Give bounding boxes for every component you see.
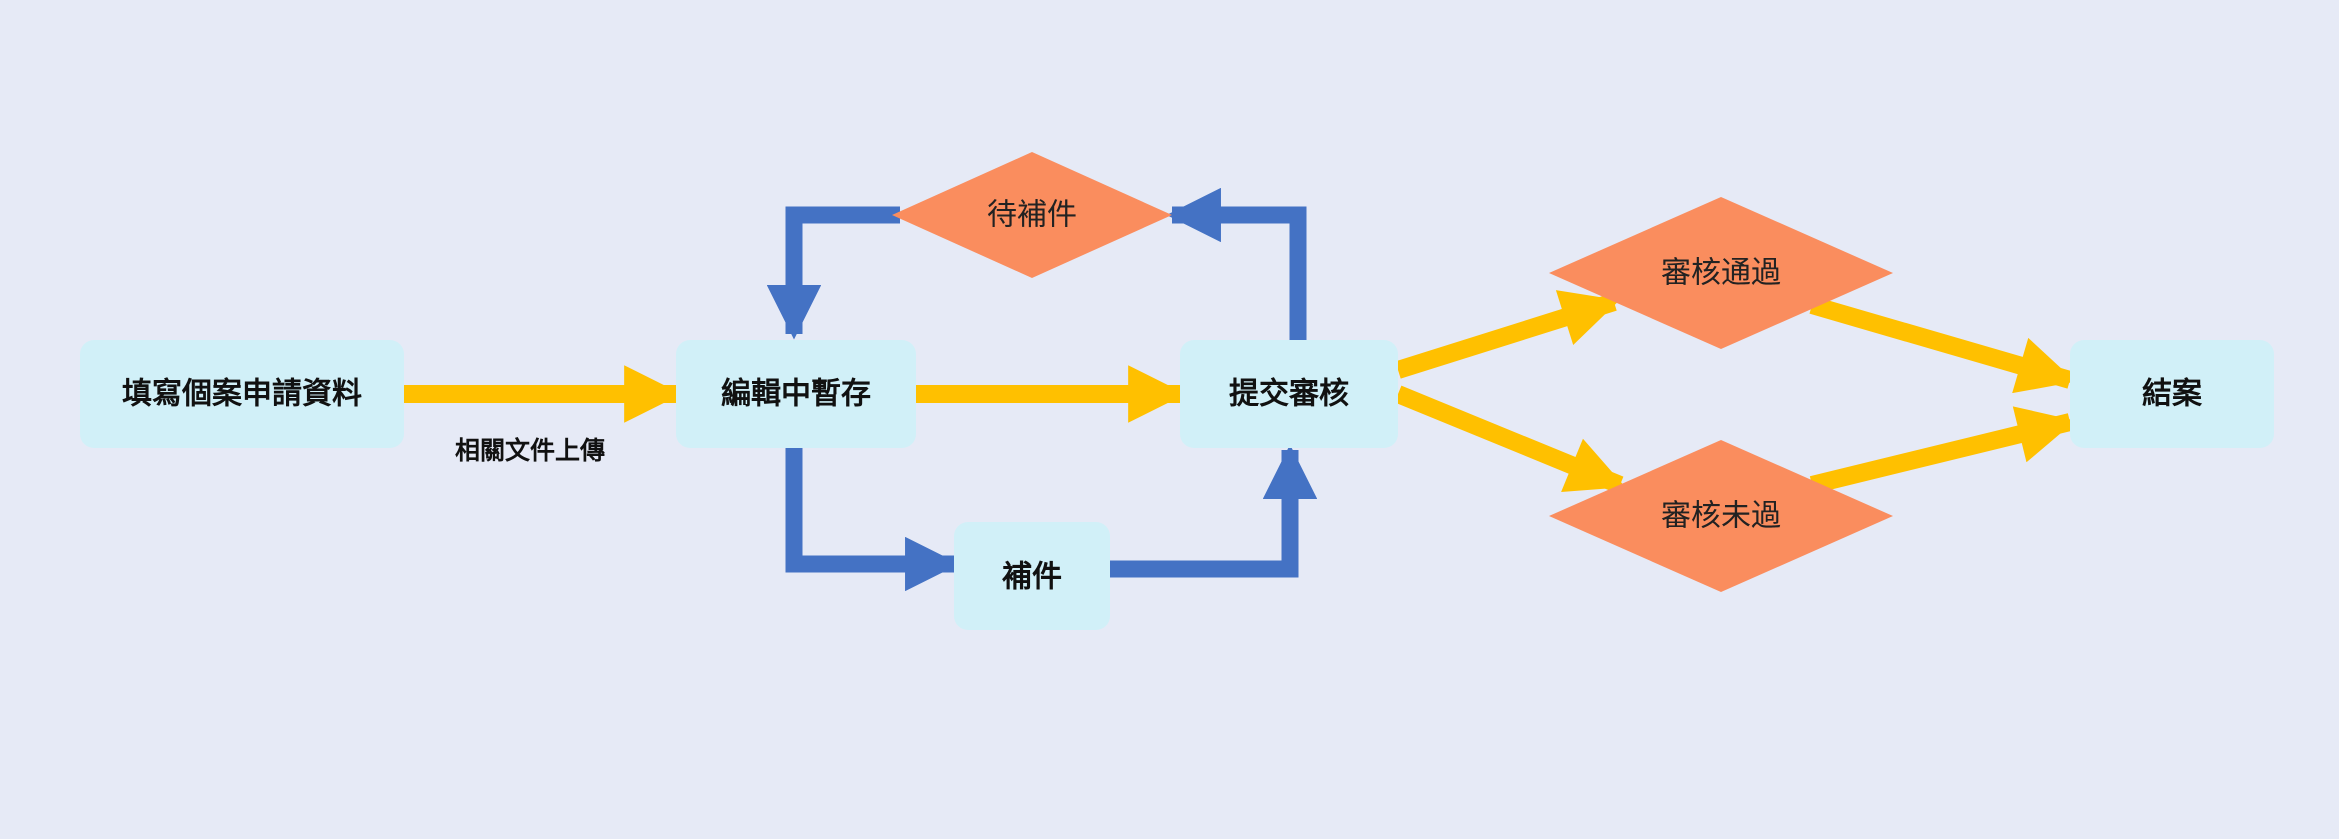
box-submit: 提交審核 bbox=[1180, 340, 1398, 448]
box-fill-form: 填寫個案申請資料 bbox=[80, 340, 404, 448]
diamond-approved-label: 審核通過 bbox=[1661, 256, 1781, 291]
arrow-draft-to-supplement bbox=[785, 448, 960, 592]
box-close: 結案 bbox=[2070, 340, 2274, 448]
diamond-rejected-label: 審核未過 bbox=[1661, 499, 1781, 534]
arrow-submit-to-approved bbox=[1395, 290, 1620, 379]
box-supplement: 補件 bbox=[954, 522, 1110, 630]
box-close-label: 結案 bbox=[2142, 377, 2203, 412]
main-flow-arrows bbox=[404, 290, 2076, 494]
box-submit-label: 提交審核 bbox=[1229, 377, 1349, 412]
diamond-pending-supplement: 待補件 bbox=[892, 152, 1172, 278]
arrow-submit-to-rejected bbox=[1394, 385, 1626, 494]
diamond-pending-supplement-label: 待補件 bbox=[987, 198, 1077, 233]
box-draft: 編輯中暫存 bbox=[676, 340, 916, 448]
arrow-submit-to-pending bbox=[1166, 187, 1307, 340]
arrow-supplement-to-submit bbox=[1110, 444, 1318, 578]
upload-note-label: 相關文件上傳 bbox=[455, 436, 605, 465]
arrow-pending-to-draft bbox=[766, 206, 900, 340]
supplement-loop-arrows bbox=[766, 187, 1318, 592]
box-draft-label: 編輯中暫存 bbox=[721, 377, 871, 412]
arrow-rejected-to-close bbox=[1809, 406, 2076, 494]
arrow-approved-to-close bbox=[1809, 296, 2076, 394]
diamond-approved: 審核通過 bbox=[1549, 197, 1893, 349]
box-supplement-label: 補件 bbox=[1001, 560, 1062, 595]
diamond-rejected: 審核未過 bbox=[1549, 440, 1893, 592]
box-fill-form-label: 填寫個案申請資料 bbox=[122, 377, 362, 412]
